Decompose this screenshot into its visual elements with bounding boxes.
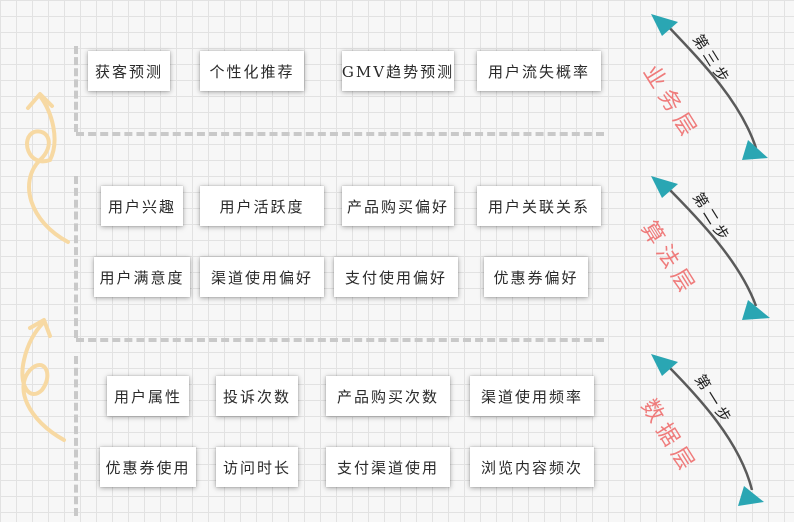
data-card: 浏览内容频次 [470, 447, 594, 487]
business-card: 获客预测 [88, 51, 170, 91]
business-card: 个性化推荐 [200, 51, 304, 91]
algorithm-card: 用户活跃度 [200, 186, 324, 226]
data-card: 投诉次数 [216, 376, 298, 416]
data-card: 渠道使用频率 [470, 376, 594, 416]
divider-algorithm [76, 338, 604, 346]
side-arrow-lower-head [28, 318, 52, 338]
divider-vertical [74, 356, 82, 516]
step-arrow-first [651, 354, 764, 506]
step-arrow-third [651, 14, 768, 160]
side-arrow-lower [20, 320, 66, 442]
algorithm-card: 用户关联关系 [477, 186, 601, 226]
divider-business [76, 132, 604, 140]
step-arrow-second [651, 176, 770, 320]
algorithm-card: 优惠券偏好 [484, 257, 588, 297]
algorithm-card: 支付使用偏好 [334, 257, 458, 297]
side-arrow-upper [25, 94, 70, 244]
business-card: GMV趋势预测 [342, 51, 454, 91]
side-arrow-upper-head [26, 92, 54, 110]
algorithm-card: 用户满意度 [94, 257, 190, 297]
divider-vertical [74, 176, 82, 338]
algorithm-card: 渠道使用偏好 [200, 257, 324, 297]
algorithm-card: 用户兴趣 [101, 186, 183, 226]
data-card: 产品购买次数 [326, 376, 450, 416]
data-card: 优惠券使用 [100, 447, 196, 487]
divider-vertical [74, 46, 82, 132]
data-card: 访问时长 [216, 447, 298, 487]
algorithm-card: 产品购买偏好 [342, 186, 454, 226]
business-card: 用户流失概率 [477, 51, 601, 91]
data-card: 支付渠道使用 [326, 447, 450, 487]
data-card: 用户属性 [107, 376, 189, 416]
